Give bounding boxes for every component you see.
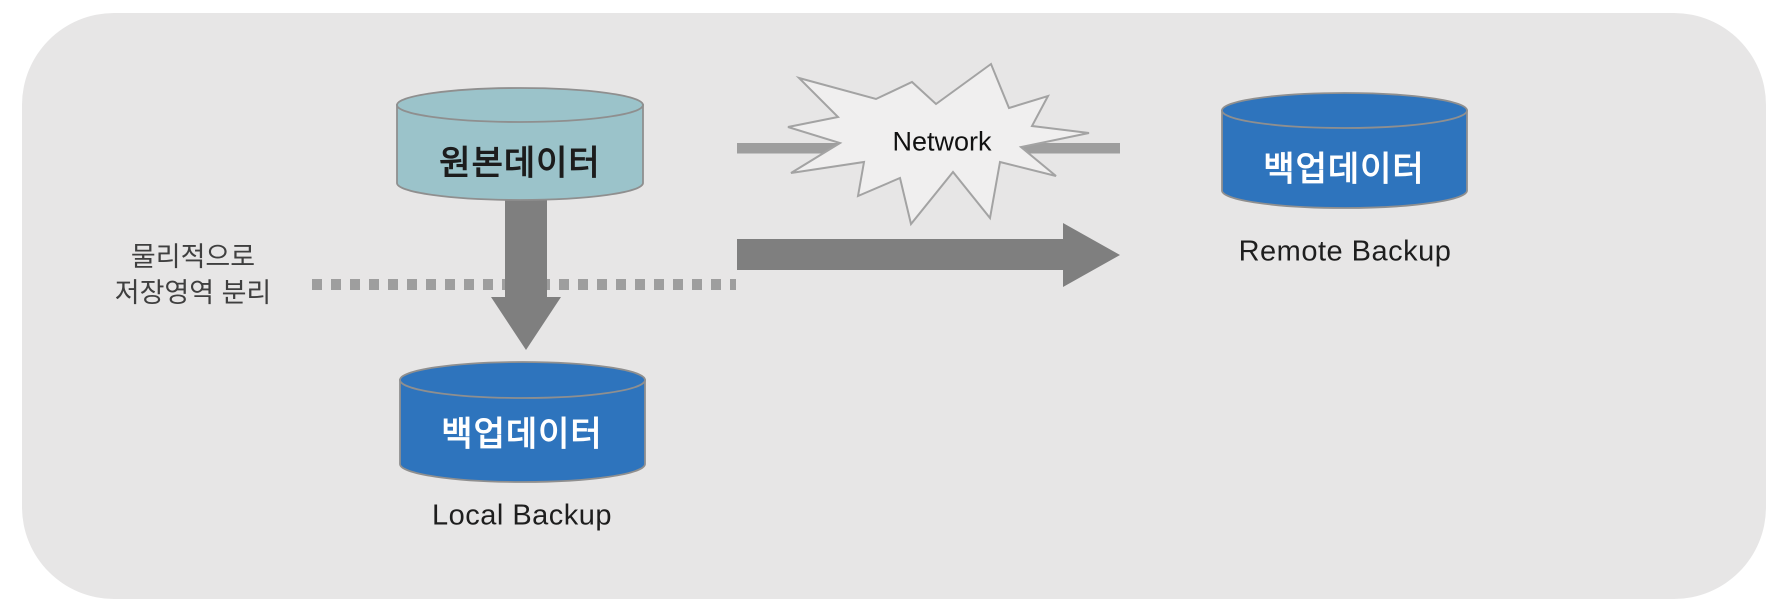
physical-separation-note: 물리적으로 저장영역 분리	[115, 239, 272, 311]
local-backup-database-label: 백업데이터	[441, 415, 603, 454]
physical-separation-note-line1: 물리적으로	[130, 242, 256, 272]
remote-backup-caption: Remote Backup	[1238, 235, 1452, 268]
local-backup-down-arrow	[491, 196, 561, 350]
source-database-label: 원본데이터	[439, 144, 601, 183]
physical-separation-note-line2: 저장영역 분리	[114, 278, 272, 308]
remote-backup-database-label: 백업데이터	[1263, 150, 1425, 189]
network-burst-shape	[787, 62, 1090, 227]
source-database-cylinder	[396, 87, 644, 201]
local-backup-database-cylinder	[399, 361, 646, 483]
local-backup-caption: Local Backup	[431, 499, 613, 532]
remote-backup-right-arrow	[737, 223, 1120, 287]
network-label: Network	[892, 126, 992, 157]
remote-backup-database-cylinder	[1221, 92, 1468, 209]
